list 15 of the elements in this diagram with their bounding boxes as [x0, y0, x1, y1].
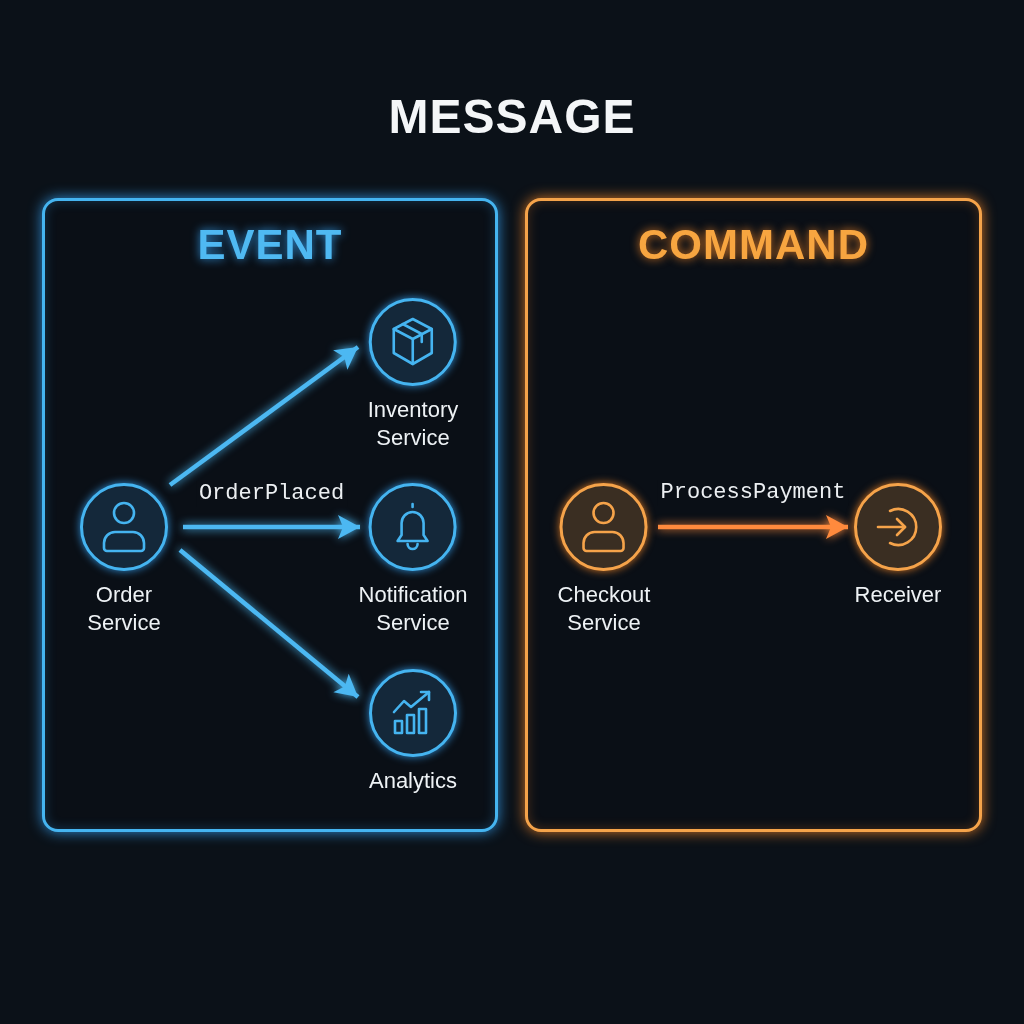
- arrow: [658, 515, 848, 539]
- node-label: Inventory Service: [367, 396, 459, 452]
- node-label: Order Service: [87, 581, 161, 637]
- diagram-title: MESSAGE: [388, 90, 636, 144]
- group-panel: [525, 198, 982, 832]
- arrow: [183, 515, 360, 539]
- arrow: [168, 345, 360, 487]
- node-label: Receiver: [854, 581, 942, 609]
- panel-heading: COMMAND: [638, 221, 869, 269]
- node-label: Notification Service: [358, 581, 468, 637]
- node-label: Analytics: [368, 767, 457, 795]
- arrow: [178, 548, 360, 699]
- group-panel: [42, 198, 498, 832]
- node-label: Checkout Service: [557, 581, 651, 637]
- panel-heading: EVENT: [197, 221, 343, 269]
